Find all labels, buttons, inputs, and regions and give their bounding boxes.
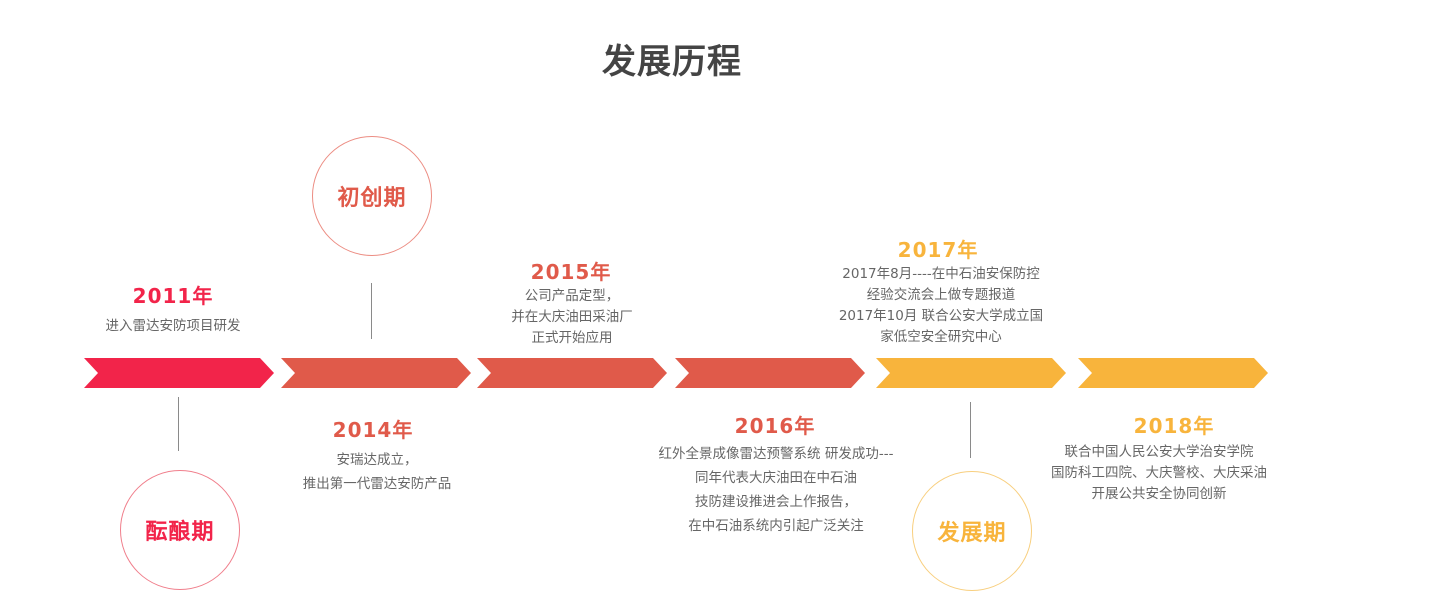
milestone-desc-2017: 2017年8月----在中石油安保防控 经验交流会上做专题报道 2017年10月… — [821, 264, 1061, 348]
page-title: 发展历程 — [602, 42, 742, 82]
timeline-arrow-2014 — [281, 358, 473, 388]
milestone-desc-2016: 红外全景成像雷达预警系统 研发成功--- 同年代表大庆油田在中石油 技防建设推进… — [626, 442, 926, 538]
timeline-arrow-2011 — [84, 358, 276, 388]
timeline-arrow-2016 — [675, 358, 867, 388]
milestone-desc-2011: 进入雷达安防项目研发 — [23, 316, 323, 337]
timeline-arrow-2015 — [477, 358, 669, 388]
milestone-year-2018: 2018年 — [1133, 414, 1215, 438]
desc-line: 同年代表大庆油田在中石油 — [695, 470, 857, 486]
milestone-year-2016: 2016年 — [734, 414, 816, 438]
milestone-desc-2015: 公司产品定型， 并在大庆油田采油厂 正式开始应用 — [422, 286, 722, 349]
desc-line: 红外全景成像雷达预警系统 研发成功--- — [658, 446, 894, 462]
desc-line: 安瑞达成立， — [336, 452, 418, 468]
timeline-arrow-2018 — [1078, 358, 1270, 388]
desc-line: 国防科工四院、大庆警校、大庆采油 — [1051, 465, 1267, 481]
desc-line: 推出第一代雷达安防产品 — [302, 476, 452, 492]
desc-line: 技防建设推进会上作报告， — [695, 494, 857, 510]
milestone-year-2014: 2014年 — [332, 418, 414, 442]
phase-circle-brewing: 酝酿期 — [120, 470, 240, 590]
desc-line: 2017年8月----在中石油安保防控 — [842, 266, 1040, 282]
desc-line: 公司产品定型， — [524, 288, 620, 304]
milestone-year-2011: 2011年 — [132, 284, 214, 308]
milestone-year-2017: 2017年 — [897, 238, 979, 262]
desc-line: 并在大庆油田采油厂 — [511, 309, 633, 325]
desc-line: 家低空安全研究中心 — [880, 329, 1002, 345]
desc-line: 经验交流会上做专题报道 — [866, 287, 1016, 303]
desc-line: 在中石油系统内引起广泛关注 — [688, 518, 864, 534]
milestone-desc-2018: 联合中国人民公安大学治安学院 国防科工四院、大庆警校、大庆采油 开展公共安全协同… — [1044, 442, 1274, 505]
desc-line: 联合中国人民公安大学治安学院 — [1064, 444, 1254, 460]
connector-line-brewing — [178, 397, 179, 451]
milestone-year-2015: 2015年 — [530, 260, 612, 284]
phase-circle-founding: 初创期 — [312, 136, 432, 256]
timeline-arrow-2017 — [876, 358, 1068, 388]
desc-line: 进入雷达安防项目研发 — [105, 318, 241, 334]
desc-line: 正式开始应用 — [531, 330, 613, 346]
connector-line-founding — [371, 283, 372, 339]
milestone-desc-2014: 安瑞达成立， 推出第一代雷达安防产品 — [227, 448, 527, 496]
desc-line: 2017年10月 联合公安大学成立国 — [838, 308, 1044, 324]
phase-circle-development: 发展期 — [912, 471, 1032, 591]
desc-line: 开展公共安全协同创新 — [1091, 486, 1227, 502]
connector-line-development — [970, 402, 971, 458]
